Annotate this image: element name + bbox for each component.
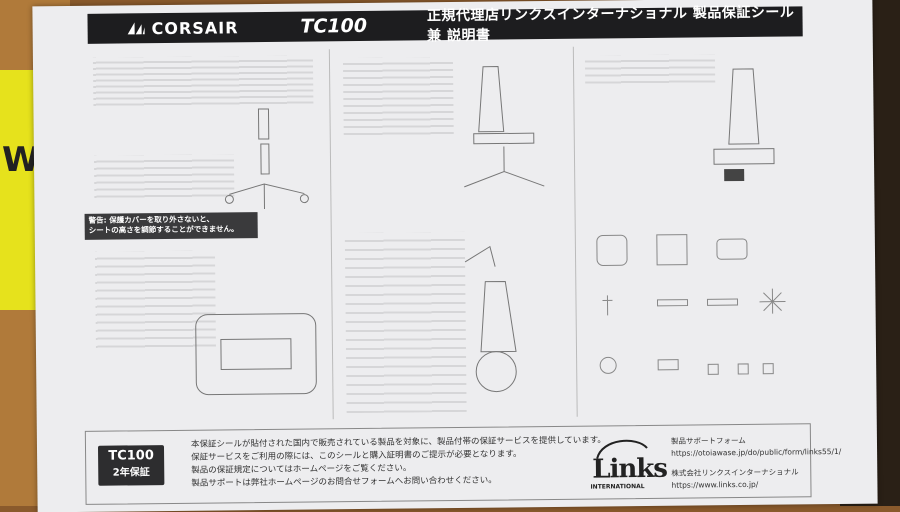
seat-bottom-illustration bbox=[195, 313, 317, 396]
warranty-text: 本保証シールが貼付された国内で販売されている製品を対象に、製品付帯の保証サービス… bbox=[191, 434, 606, 490]
header-bar: CORSAIR TC100 正規代理店リンクスインターナショナル 製品保証シール… bbox=[87, 4, 803, 44]
links-swirl-icon bbox=[596, 439, 648, 459]
support-info: 製品サポートフォーム https://otoiawase.jp/do/publi… bbox=[671, 434, 842, 492]
manual-sheet: CORSAIR TC100 正規代理店リンクスインターナショナル 製品保証シール… bbox=[32, 0, 878, 512]
warning-line: シートの高さを調節することができません。 bbox=[88, 224, 239, 235]
support-url[interactable]: https://otoiawase.jp/do/public/form/link… bbox=[671, 446, 842, 458]
instruction-text bbox=[344, 231, 467, 414]
armrest-illustration bbox=[713, 68, 775, 182]
brand-name: CORSAIR bbox=[151, 17, 239, 38]
chair-assembly-illustration bbox=[464, 66, 545, 188]
gas-lift-illustration bbox=[224, 108, 309, 209]
badge-model: TC100 bbox=[108, 448, 154, 464]
corsair-sails-icon bbox=[127, 22, 145, 35]
badge-warranty: 2年保証 bbox=[112, 467, 150, 479]
recline-illustration bbox=[464, 245, 517, 393]
header-title: 正規代理店リンクスインターナショナル 製品保証シール 兼 説明書 bbox=[426, 4, 795, 45]
parts-list bbox=[587, 213, 804, 410]
links-logo: Links INTERNATIONAL bbox=[588, 436, 667, 492]
warranty-badge: TC100 2年保証 bbox=[97, 445, 165, 486]
column-divider bbox=[572, 46, 578, 417]
company-url[interactable]: https://www.links.co.jp/ bbox=[671, 479, 759, 490]
instruction-text bbox=[342, 57, 454, 139]
logo-word: Links bbox=[592, 453, 668, 485]
brand: CORSAIR bbox=[126, 18, 239, 38]
logo-sub: INTERNATIONAL bbox=[590, 483, 645, 491]
column-divider bbox=[328, 49, 334, 420]
warranty-footer: TC100 2年保証 本保証シールが貼付された国内で販売されている製品を対象に、… bbox=[84, 423, 841, 505]
model-name: TC100 bbox=[300, 14, 368, 38]
